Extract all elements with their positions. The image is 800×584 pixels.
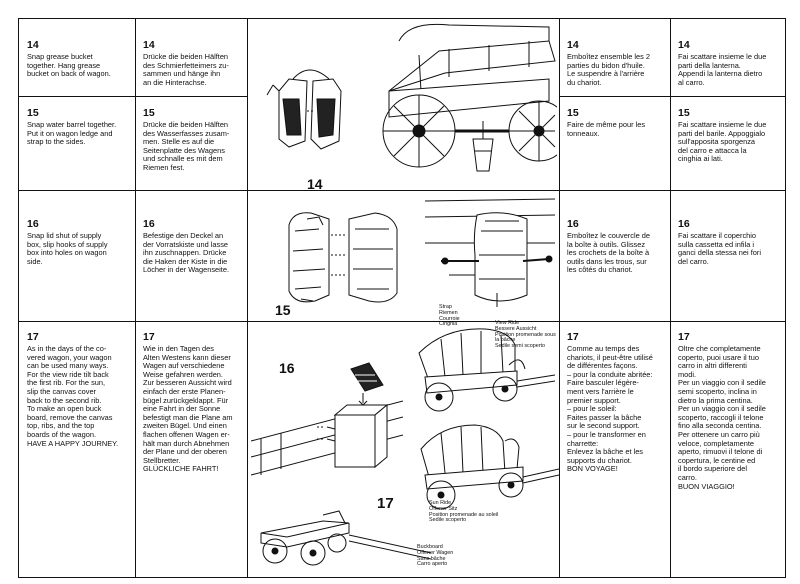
instruction-sheet: 14 Snap grease bucket together. Hang gre… bbox=[18, 18, 786, 578]
step-text-en: As in the days of the co- vered wagon, y… bbox=[27, 344, 119, 448]
step-text-en: Snap water barrel together. Put it on wa… bbox=[27, 120, 117, 147]
step-number: 16 bbox=[678, 218, 690, 230]
figure-15-water-barrel: 15 bbox=[275, 198, 556, 318]
step-17-italian: 17 Oltre che completamente coperto, puoi… bbox=[678, 331, 784, 491]
step-16-italian: 16 Fai scattare il coperchio sulla casse… bbox=[678, 218, 782, 266]
step-number: 14 bbox=[567, 39, 579, 51]
strap-label: Strap Riemen Courroie Cinghia bbox=[439, 304, 460, 328]
step-text-it: Fai scattare il coperchio sulla cassetta… bbox=[678, 231, 761, 266]
step-number: 14 bbox=[678, 39, 690, 51]
step-16-french: 16 Emboîtez le couvercle de la boîte à o… bbox=[567, 218, 667, 275]
step-number: 15 bbox=[567, 107, 579, 119]
step-number: 16 bbox=[143, 218, 155, 230]
figure-number: 15 bbox=[275, 302, 291, 318]
row-divider bbox=[19, 190, 785, 191]
step-text-it: Fai scattare insieme le due parti del ba… bbox=[678, 120, 767, 164]
step-15-english: 15 Snap water barrel together. Put it on… bbox=[27, 107, 131, 147]
figure-14-grease-bucket: 14 bbox=[266, 23, 557, 189]
column-divider bbox=[135, 19, 136, 577]
step-15-french: 15 Faire de même pour les tonneaux. bbox=[567, 107, 667, 138]
step-text-it: Fai scattare insieme le due parti della … bbox=[678, 52, 767, 87]
step-text-de: Drücke die beiden Hälften des Schmierfet… bbox=[143, 52, 229, 87]
step-text-en: Snap grease bucket together. Hang grease… bbox=[27, 52, 111, 79]
step-text-fr: Comme au temps des chariots, il peut-êtr… bbox=[567, 344, 653, 474]
step-number: 14 bbox=[143, 39, 155, 51]
row-divider bbox=[19, 96, 247, 97]
step-17-german: 17 Wie in den Tagen des Alten Westens ka… bbox=[143, 331, 247, 474]
step-number: 17 bbox=[27, 331, 39, 343]
step-17-french: 17 Comme au temps des chariots, il peut-… bbox=[567, 331, 669, 474]
step-text-de: Wie in den Tagen des Alten Westens kann … bbox=[143, 344, 233, 474]
step-number: 15 bbox=[143, 107, 155, 119]
step-text-fr: Emboîtez le couvercle de la boîte à outi… bbox=[567, 231, 650, 275]
column-divider bbox=[670, 19, 671, 577]
figure-17-buckboard-wagon bbox=[260, 510, 431, 566]
step-number: 16 bbox=[567, 218, 579, 230]
step-number: 16 bbox=[27, 218, 39, 230]
sun-ride-label: Sun Ride Offener Sitz Position promenade… bbox=[429, 500, 499, 524]
figure-number: 14 bbox=[307, 176, 323, 189]
row-divider bbox=[559, 96, 785, 97]
column-divider bbox=[247, 19, 248, 577]
column-divider bbox=[559, 19, 560, 577]
step-text-en: Snap lid shut of supply box, slip hooks … bbox=[27, 231, 108, 266]
step-number: 17 bbox=[567, 331, 579, 343]
figure-17-sun-ride-wagon bbox=[420, 424, 559, 510]
row-divider bbox=[19, 321, 785, 322]
step-number: 17 bbox=[143, 331, 155, 343]
step-text-de: Befestige den Deckel an der Vorratskiste… bbox=[143, 231, 229, 275]
step-14-german: 14 Drücke die beiden Hälften des Schmier… bbox=[143, 39, 245, 87]
figure-17-view-ride-wagon bbox=[418, 328, 555, 412]
step-text-de: Drücke die beiden Hälften des Wasserfass… bbox=[143, 120, 230, 172]
step-number: 14 bbox=[27, 39, 39, 51]
figure-number: 16 bbox=[279, 360, 295, 376]
step-number: 17 bbox=[678, 331, 690, 343]
step-15-italian: 15 Fai scattare insieme le due parti del… bbox=[678, 107, 782, 164]
figure-17-number: 17 bbox=[377, 495, 394, 512]
step-14-english: 14 Snap grease bucket together. Hang gre… bbox=[27, 39, 131, 79]
step-15-german: 15 Drücke die beiden Hälften des Wasserf… bbox=[143, 107, 245, 173]
buckboard-label: Buckboard Offener Wagen Sans bâche Carro… bbox=[417, 544, 454, 568]
step-16-german: 16 Befestige den Deckel an der Vorratski… bbox=[143, 218, 245, 275]
step-16-english: 16 Snap lid shut of supply box, slip hoo… bbox=[27, 218, 131, 266]
step-text-it: Oltre che completamente coperto, puoi us… bbox=[678, 344, 766, 491]
view-ride-label: View Ride Bessere Aussicht Position prom… bbox=[495, 320, 556, 350]
step-text-fr: Faire de même pour les tonneaux. bbox=[567, 120, 646, 138]
step-number: 15 bbox=[678, 107, 690, 119]
step-17-english: 17 As in the days of the co- vered wagon… bbox=[27, 331, 133, 448]
step-text-fr: Emboîtez ensemble les 2 parties du bidon… bbox=[567, 52, 650, 87]
step-14-french: 14 Emboîtez ensemble les 2 parties du bi… bbox=[567, 39, 667, 87]
step-number: 15 bbox=[27, 107, 39, 119]
step-14-italian: 14 Fai scattare insieme le due parti del… bbox=[678, 39, 782, 87]
figure-16-supply-box: 16 bbox=[251, 360, 403, 476]
